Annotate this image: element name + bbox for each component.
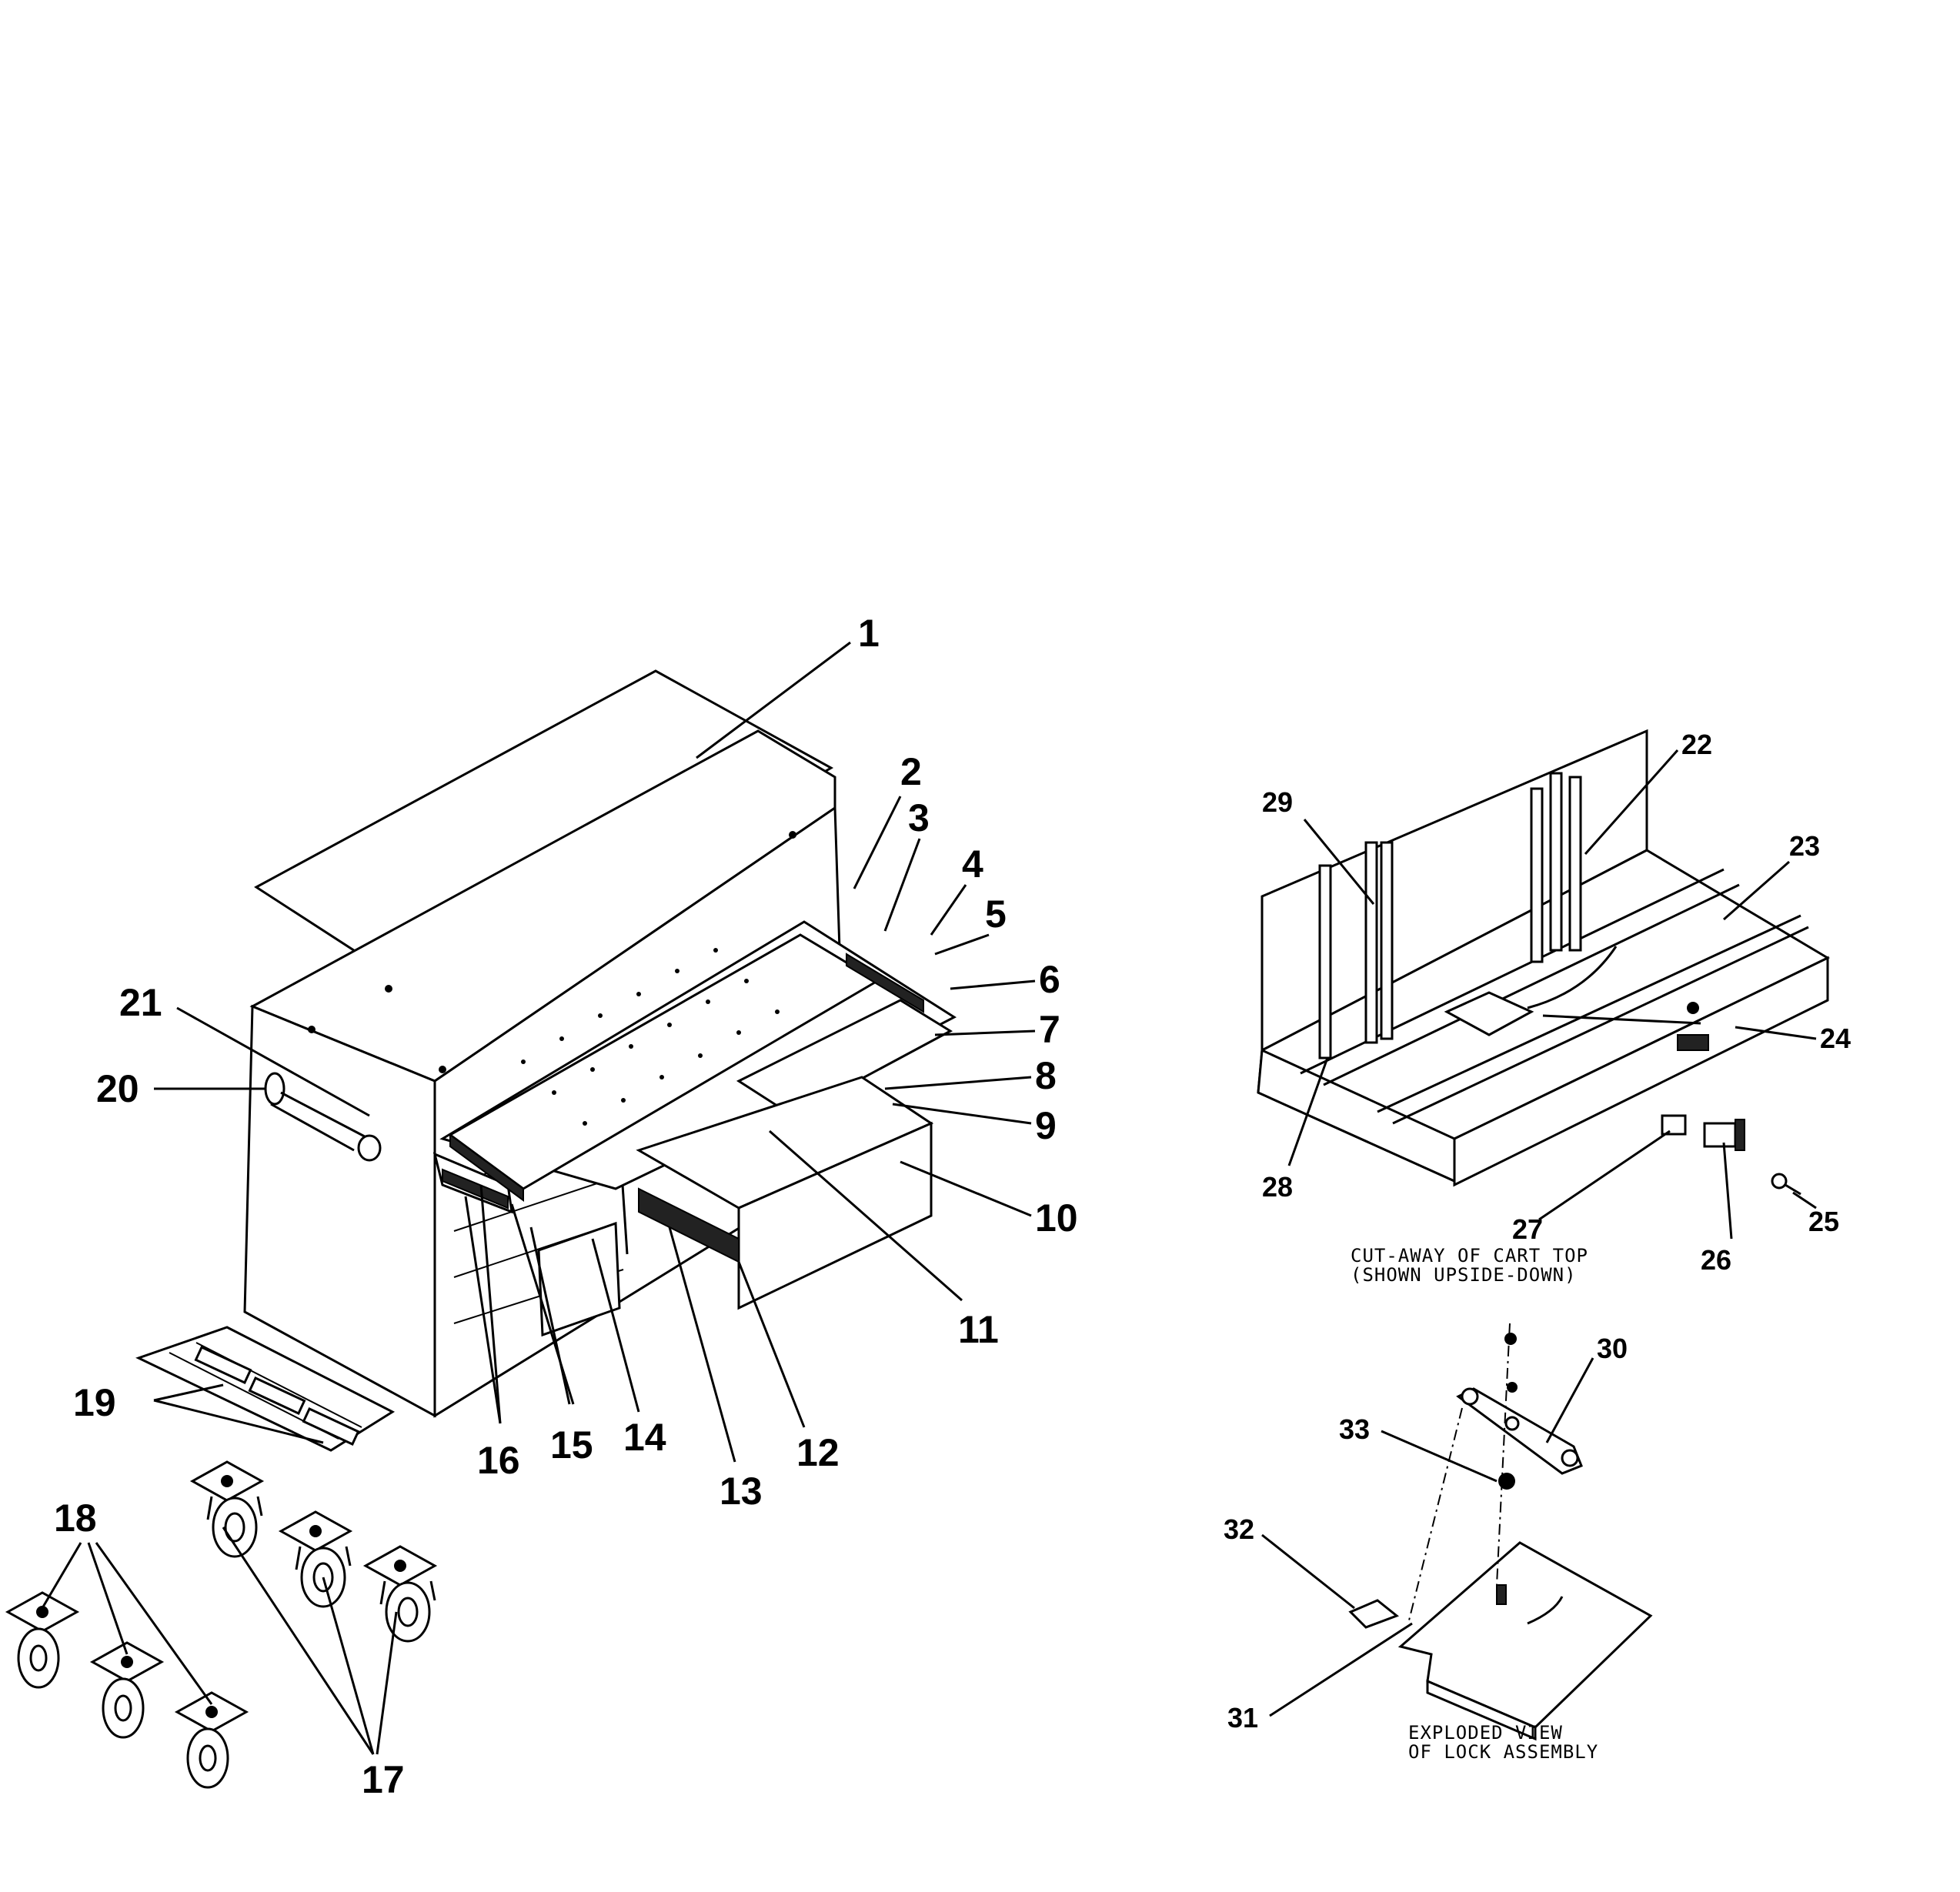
lock-spacer bbox=[1498, 1473, 1515, 1490]
callout-8: 8 bbox=[1035, 1054, 1057, 1097]
lower-drawer-front bbox=[537, 1221, 621, 1337]
callout-29: 29 bbox=[1262, 786, 1293, 818]
cutaway-leader-lines bbox=[1287, 749, 1817, 1240]
lock-latch bbox=[1348, 1599, 1399, 1629]
callout-25: 25 bbox=[1808, 1206, 1839, 1237]
lock-caption-line2: OF LOCK ASSEMBLY bbox=[1408, 1741, 1598, 1763]
swivel-casters bbox=[189, 1460, 438, 1643]
cutaway-caption-line1: CUT-AWAY OF CART TOP bbox=[1351, 1245, 1588, 1266]
lock-callouts: 30 31 32 33 bbox=[1224, 1333, 1628, 1733]
lock-leader-lines bbox=[1261, 1357, 1594, 1717]
callout-2: 2 bbox=[900, 750, 922, 793]
callout-6: 6 bbox=[1039, 958, 1060, 1001]
main-callouts: 1 2 3 4 5 6 7 8 9 10 11 12 13 14 15 16 1… bbox=[54, 612, 1078, 1801]
rail-brackets bbox=[1318, 772, 1582, 1059]
cutaway-callouts: 22 23 24 25 26 27 28 29 bbox=[1262, 729, 1851, 1276]
tray-side-rail bbox=[449, 1133, 524, 1202]
callout-5: 5 bbox=[985, 893, 1007, 936]
callout-10: 10 bbox=[1035, 1196, 1078, 1240]
cutaway-cart-top: 22 23 24 25 26 27 28 29 CUT-AWAY OF CART… bbox=[1257, 729, 1851, 1286]
inner-tray bbox=[736, 999, 953, 1117]
callout-14: 14 bbox=[623, 1416, 666, 1459]
pulled-drawer-front bbox=[737, 1121, 933, 1310]
callout-12: 12 bbox=[796, 1431, 840, 1474]
callout-11: 11 bbox=[958, 1308, 999, 1351]
lock-base-plate bbox=[1397, 1541, 1653, 1729]
pegboard-holes bbox=[308, 831, 796, 1126]
callout-20: 20 bbox=[96, 1067, 139, 1110]
callout-13: 13 bbox=[720, 1470, 763, 1513]
rigid-casters bbox=[5, 1591, 249, 1789]
lock-assembly-exploded: 30 31 32 33 EXPLODED VIEW OF LOCK ASSEMB… bbox=[1224, 1323, 1653, 1763]
cutaway-caption-line2: (SHOWN UPSIDE-DOWN) bbox=[1351, 1264, 1577, 1286]
callout-21: 21 bbox=[119, 981, 162, 1024]
callout-31: 31 bbox=[1227, 1702, 1258, 1733]
lock-cam bbox=[1661, 1114, 1687, 1136]
callout-33: 33 bbox=[1339, 1413, 1370, 1445]
callout-1: 1 bbox=[858, 612, 880, 655]
tool-cart-assembly: 1 2 3 4 5 6 7 8 9 10 11 12 13 14 15 16 1… bbox=[5, 612, 1078, 1801]
callout-9: 9 bbox=[1035, 1104, 1057, 1147]
callout-30: 30 bbox=[1597, 1333, 1628, 1364]
callout-32: 32 bbox=[1224, 1513, 1254, 1545]
callout-28: 28 bbox=[1262, 1171, 1293, 1203]
callout-23: 23 bbox=[1789, 830, 1820, 862]
callout-17: 17 bbox=[362, 1758, 405, 1801]
callout-3: 3 bbox=[908, 796, 930, 839]
lock-caption-line1: EXPLODED VIEW bbox=[1408, 1722, 1563, 1744]
callout-26: 26 bbox=[1701, 1244, 1731, 1276]
callout-15: 15 bbox=[550, 1423, 593, 1467]
callout-7: 7 bbox=[1039, 1008, 1060, 1051]
callout-24: 24 bbox=[1820, 1023, 1851, 1054]
main-leader-lines bbox=[41, 641, 1036, 1755]
lock-key bbox=[1771, 1173, 1801, 1196]
callout-22: 22 bbox=[1681, 729, 1712, 760]
callout-4: 4 bbox=[962, 843, 983, 886]
cutaway-front-lip bbox=[1453, 956, 1829, 1187]
callout-27: 27 bbox=[1512, 1213, 1543, 1245]
lock-washer bbox=[1507, 1382, 1518, 1393]
cutaway-lock-plate bbox=[1444, 991, 1534, 1036]
callout-16: 16 bbox=[477, 1439, 520, 1482]
callout-18: 18 bbox=[54, 1497, 97, 1540]
lock-cylinder bbox=[1703, 1119, 1745, 1151]
lock-plate-pin bbox=[1496, 1584, 1507, 1605]
lock-nut bbox=[1504, 1333, 1517, 1345]
callout-19: 19 bbox=[73, 1381, 116, 1424]
